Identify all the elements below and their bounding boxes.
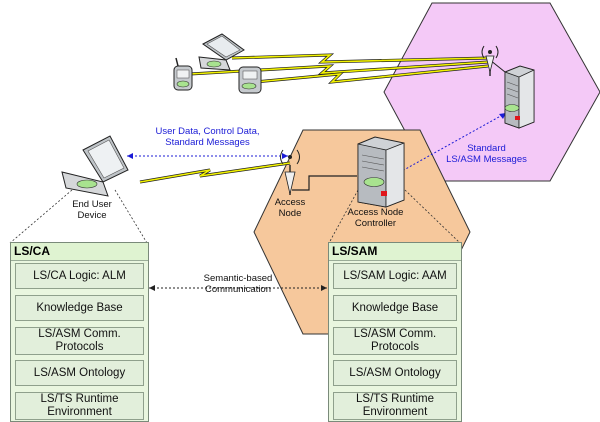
ls-ca-title: LS/CA bbox=[11, 243, 148, 261]
ls-sam-layer-ontology: LS/ASM Ontology bbox=[333, 360, 457, 386]
ls-sam-layer-knowledge-base: Knowledge Base bbox=[333, 295, 457, 321]
ls-ca-layer-knowledge-base: Knowledge Base bbox=[15, 295, 144, 321]
ls-sam-stack: LS/SAM LS/SAM Logic: AAM Knowledge Base … bbox=[328, 242, 462, 422]
ls-sam-layer-logic: LS/SAM Logic: AAM bbox=[333, 263, 457, 289]
laptop-top-icon bbox=[198, 33, 245, 71]
ls-ca-layer-comm-protocols: LS/ASM Comm. Protocols bbox=[15, 327, 144, 355]
access-node-controller-label: Access Node Controller bbox=[347, 207, 404, 229]
antenna-top-icon bbox=[481, 45, 499, 76]
handset-1-icon bbox=[173, 57, 193, 91]
ls-sam-layer-comm-protocols: LS/ASM Comm. Protocols bbox=[333, 327, 457, 355]
access-node-antenna-icon bbox=[280, 149, 300, 195]
wireless-link-end-user bbox=[139, 161, 291, 184]
standard-server-icon bbox=[504, 65, 535, 129]
ls-ca-stack: LS/CA LS/CA Logic: ALM Knowledge Base LS… bbox=[10, 242, 149, 422]
end-user-laptop-icon bbox=[61, 135, 129, 197]
projection-lines bbox=[9, 189, 461, 244]
wireless-link-laptop-top bbox=[231, 53, 489, 64]
standard-zone bbox=[383, 2, 600, 182]
semantic-communication-label: Semantic-based Communication bbox=[203, 273, 273, 295]
standard-messages-label: Standard LS/ASM Messages bbox=[446, 143, 527, 165]
ls-sam-layer-runtime: LS/TS Runtime Environment bbox=[333, 392, 457, 420]
wired-link bbox=[292, 175, 357, 191]
handset-2-icon bbox=[238, 66, 262, 94]
end-user-device-label: End User Device bbox=[72, 199, 112, 221]
access-node-controller-icon bbox=[357, 136, 405, 208]
ls-sam-title: LS/SAM bbox=[329, 243, 461, 261]
access-node-label: Access Node bbox=[274, 197, 306, 219]
ls-ca-layer-ontology: LS/ASM Ontology bbox=[15, 360, 144, 386]
ls-ca-layer-logic: LS/CA Logic: ALM bbox=[15, 263, 144, 289]
user-data-label: User Data, Control Data, Standard Messag… bbox=[155, 126, 260, 148]
wireless-link-handset-2 bbox=[254, 64, 489, 84]
ls-ca-layer-runtime: LS/TS Runtime Environment bbox=[15, 392, 144, 420]
